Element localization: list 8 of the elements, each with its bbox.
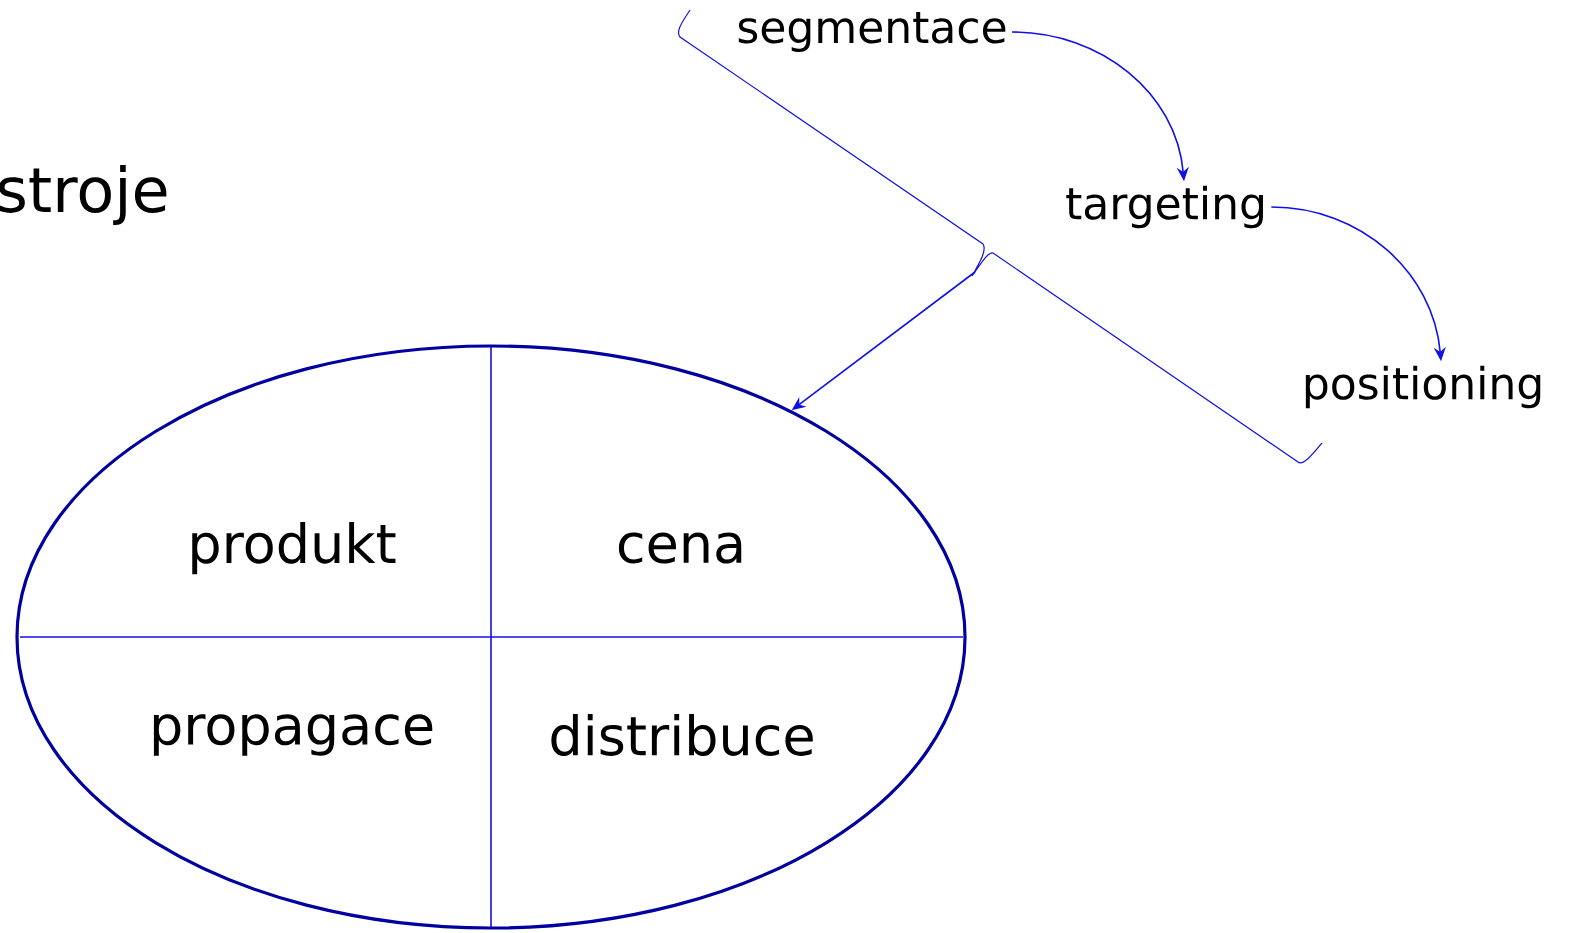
- step-label: positioning: [1305, 365, 1541, 409]
- quadrant-label: propagace: [153, 714, 433, 756]
- quadrant-label: cena: [618, 532, 742, 564]
- ellipse-shape: [15, 344, 967, 930]
- step-label: segmentace: [738, 12, 1006, 53]
- quadrant-label: produkt: [192, 521, 396, 575]
- step-label: targeting: [1066, 185, 1263, 229]
- quadrant-label: distribuce: [551, 714, 813, 756]
